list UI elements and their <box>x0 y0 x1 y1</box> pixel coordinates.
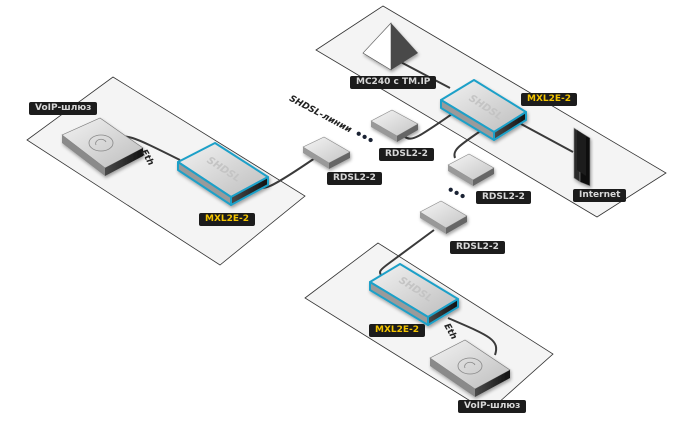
mc240-server[interactable] <box>362 22 418 71</box>
cable-rdsl-c2-to-mxl-central <box>453 129 483 159</box>
label-internet: Internet <box>573 189 627 202</box>
voip-gateway-bottom[interactable] <box>429 339 511 397</box>
label-mxl-bottom: MXL2E-2 <box>369 324 426 337</box>
label-mxl-central: MXL2E-2 <box>521 93 578 106</box>
cable-rdsl-c1-to-mxl-central <box>404 113 453 140</box>
label-rdsl-central-1: RDSL2-2 <box>379 148 434 161</box>
repeater-central-2[interactable] <box>447 153 495 186</box>
zone-bottom-site <box>304 242 554 413</box>
shdsl-modem-left[interactable]: SHDSL <box>177 142 269 206</box>
voip-gateway-left[interactable] <box>61 117 144 176</box>
internet-gateway[interactable] <box>573 127 591 187</box>
shdsl-modem-central[interactable]: SHDSL <box>440 79 527 141</box>
shdsl-modem-bottom[interactable]: SHDSL <box>369 263 459 326</box>
label-voip-bottom: VoIP-шлюз <box>458 400 527 413</box>
label-voip-left: VoIP-шлюз <box>29 102 98 115</box>
label-mxl-left: MXL2E-2 <box>199 213 256 226</box>
label-rdsl-central-2: RDSL2-2 <box>476 191 531 204</box>
voip-logo-icon <box>88 134 114 152</box>
label-rdsl-bottom: RDSL2-2 <box>450 241 505 254</box>
repeater-bottom[interactable] <box>419 200 468 234</box>
repeater-central-1[interactable] <box>370 109 419 142</box>
cable-mc240-to-mxl-central <box>392 57 451 89</box>
label-mc240: MC240 с TM.IP <box>350 76 437 89</box>
label-rdsl-left: RDSL2-2 <box>327 172 382 185</box>
cable-mxl-bottom-to-voip-bottom <box>447 317 498 356</box>
voip-bottom-logo-icon <box>457 357 483 375</box>
repeater-left[interactable] <box>302 136 351 169</box>
